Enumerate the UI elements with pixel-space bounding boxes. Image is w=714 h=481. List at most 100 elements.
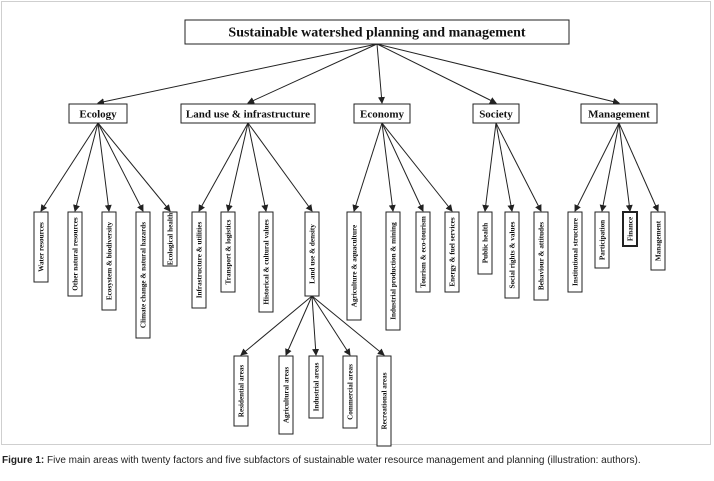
factor-water-resources: Water resources [33, 211, 49, 283]
factor-other-natural-resources-label: Other natural resources [72, 217, 80, 291]
factor-industrial-production-and-mining-box [385, 211, 401, 331]
edge-ecology-to-ecological-health [97, 122, 171, 212]
factor-behaviour-and-attitudes-label: Behaviour & attitudes [538, 222, 546, 290]
factor-energy-and-fuel-services-label: Energy & fuel services [449, 217, 457, 286]
factor-transport-and-logistics-label: Transport & logistics [225, 219, 233, 284]
factor-ecosystem-and-biodiversity-label: Ecosystem & biodiversity [106, 221, 114, 300]
factor-energy-and-fuel-services-box [444, 211, 460, 293]
subfactor-recreational-areas-label: Recreational areas [381, 372, 389, 429]
edge-management-to-management [618, 122, 659, 212]
edge-land-use-and-infrastructure-to-land-use-and-density [247, 122, 313, 212]
edge-economy-to-tourism-and-eco-tourism [381, 122, 424, 212]
edge-management-to-finance [618, 122, 633, 212]
factor-public-health-box [477, 211, 493, 275]
factor-water-resources-label: Water resources [38, 222, 46, 272]
factor-historical-and-cultural-values-box [258, 211, 274, 313]
edge-management-to-institutional-structure [574, 122, 620, 212]
factor-ecosystem-and-biodiversity: Ecosystem & biodiversity [101, 211, 117, 311]
factor-climate-change-and-natural-hazards-label: Climate change & natural hazards [140, 222, 148, 328]
category-ecology-box [68, 103, 128, 124]
edge-root-to-ecology [97, 43, 378, 106]
edge-society-to-behaviour-and-attitudes [495, 122, 542, 212]
caption-text: Five main areas with twenty factors and … [44, 455, 641, 466]
factor-finance-label: Finance [627, 217, 635, 241]
category-ecology-label: Ecology [79, 109, 117, 121]
edge-economy-to-agriculture-and-aquaculture [352, 122, 383, 212]
factor-institutional-structure: Institutional structure [567, 211, 583, 293]
edge-root-to-economy [376, 43, 385, 104]
edge-ecology-to-water-resources [40, 122, 99, 212]
edge-ecology-to-climate-change-and-natural-hazards [97, 122, 144, 212]
subfactor-commercial-areas-label: Commercial areas [347, 364, 355, 420]
edge-economy-to-energy-and-fuel-services [381, 122, 453, 212]
category-land-use-and-infrastructure: Land use & infrastructure [180, 103, 316, 124]
factor-ecological-health-label: Ecological health [167, 213, 175, 266]
factor-ecological-health-box [162, 211, 178, 267]
factor-land-use-and-density-label: Land use & density [309, 224, 317, 284]
edge-land-use-and-density-to-recreational-areas [311, 295, 385, 356]
edge-ecology-to-other-natural-resources [73, 122, 99, 212]
factor-infrastructure-and-utilities-label: Infrastructure & utilities [196, 222, 204, 299]
factor-participation-box [594, 211, 610, 269]
factor-tourism-and-eco-tourism-label: Tourism & eco-tourism [420, 216, 428, 288]
category-management-label: Management [588, 109, 650, 121]
category-land-use-and-infrastructure-box [180, 103, 316, 124]
factor-energy-and-fuel-services: Energy & fuel services [444, 211, 460, 293]
factor-tourism-and-eco-tourism-box [415, 211, 431, 293]
subfactor-agricultural-areas: Agricultural areas [278, 355, 294, 435]
factor-historical-and-cultural-values: Historical & cultural values [258, 211, 274, 313]
factor-social-rights-and-values-label: Social rights & values [509, 221, 517, 288]
subfactor-agricultural-areas-label: Agricultural areas [283, 367, 291, 424]
edge-land-use-and-density-to-industrial-areas [311, 295, 320, 356]
factor-behaviour-and-attitudes-box [533, 211, 549, 301]
factor-institutional-structure-box [567, 211, 583, 293]
factor-infrastructure-and-utilities: Infrastructure & utilities [191, 211, 207, 309]
factor-participation: Participation [594, 211, 610, 269]
subfactor-recreational-areas: Recreational areas [376, 355, 392, 447]
factor-public-health: Public health [477, 211, 493, 275]
subfactor-residential-areas: Residential areas [233, 355, 249, 427]
category-economy-label: Economy [360, 109, 405, 121]
factor-finance-box [622, 211, 638, 247]
factor-participation-label: Participation [599, 220, 607, 260]
factor-transport-and-logistics-box [220, 211, 236, 293]
category-land-use-and-infrastructure-label: Land use & infrastructure [186, 109, 310, 121]
edge-land-use-and-infrastructure-to-transport-and-logistics [225, 122, 249, 212]
factor-climate-change-and-natural-hazards: Climate change & natural hazards [135, 211, 151, 339]
category-economy: Economy [353, 103, 411, 124]
edge-economy-to-industrial-production-and-mining [381, 122, 396, 212]
subfactor-agricultural-areas-box [278, 355, 294, 435]
edge-land-use-and-infrastructure-to-historical-and-cultural-values [247, 122, 269, 212]
hierarchy-diagram: Sustainable watershed planning and manag… [33, 19, 666, 447]
category-management-box [580, 103, 658, 124]
factor-behaviour-and-attitudes: Behaviour & attitudes [533, 211, 549, 301]
subfactor-residential-areas-label: Residential areas [238, 365, 246, 418]
subfactor-industrial-areas: Industrial areas [308, 355, 324, 419]
factor-agriculture-and-aquaculture: Agriculture & aquaculture [346, 211, 362, 321]
factor-ecosystem-and-biodiversity-box [101, 211, 117, 311]
caption-label: Figure 1: [2, 455, 45, 466]
factor-industrial-production-and-mining: Industrial production & mining [385, 211, 401, 331]
factor-public-health-label: Public health [482, 223, 490, 264]
category-management: Management [580, 103, 658, 124]
factor-social-rights-and-values-box [504, 211, 520, 299]
factor-management-box [650, 211, 666, 271]
factor-water-resources-box [33, 211, 49, 283]
edge-society-to-public-health [482, 122, 497, 212]
factor-transport-and-logistics: Transport & logistics [220, 211, 236, 293]
edge-management-to-participation [599, 122, 620, 212]
edge-root-to-land-use-and-infrastructure [247, 43, 378, 104]
category-economy-box [353, 103, 411, 124]
subfactor-industrial-areas-label: Industrial areas [313, 362, 321, 411]
factor-historical-and-cultural-values-label: Historical & cultural values [263, 219, 271, 304]
edge-land-use-and-infrastructure-to-infrastructure-and-utilities [198, 122, 249, 212]
factor-management-label: Management [655, 220, 663, 261]
root-title: Sustainable watershed planning and manag… [228, 26, 526, 41]
factor-climate-change-and-natural-hazards-box [135, 211, 151, 339]
category-ecology: Ecology [68, 103, 128, 124]
edge-ecology-to-ecosystem-and-biodiversity [97, 122, 112, 212]
edge-land-use-and-density-to-commercial-areas [311, 295, 351, 356]
factor-institutional-structure-label: Institutional structure [572, 218, 580, 286]
figure-caption: Figure 1: Five main areas with twenty fa… [2, 455, 714, 466]
root-box [184, 19, 570, 45]
